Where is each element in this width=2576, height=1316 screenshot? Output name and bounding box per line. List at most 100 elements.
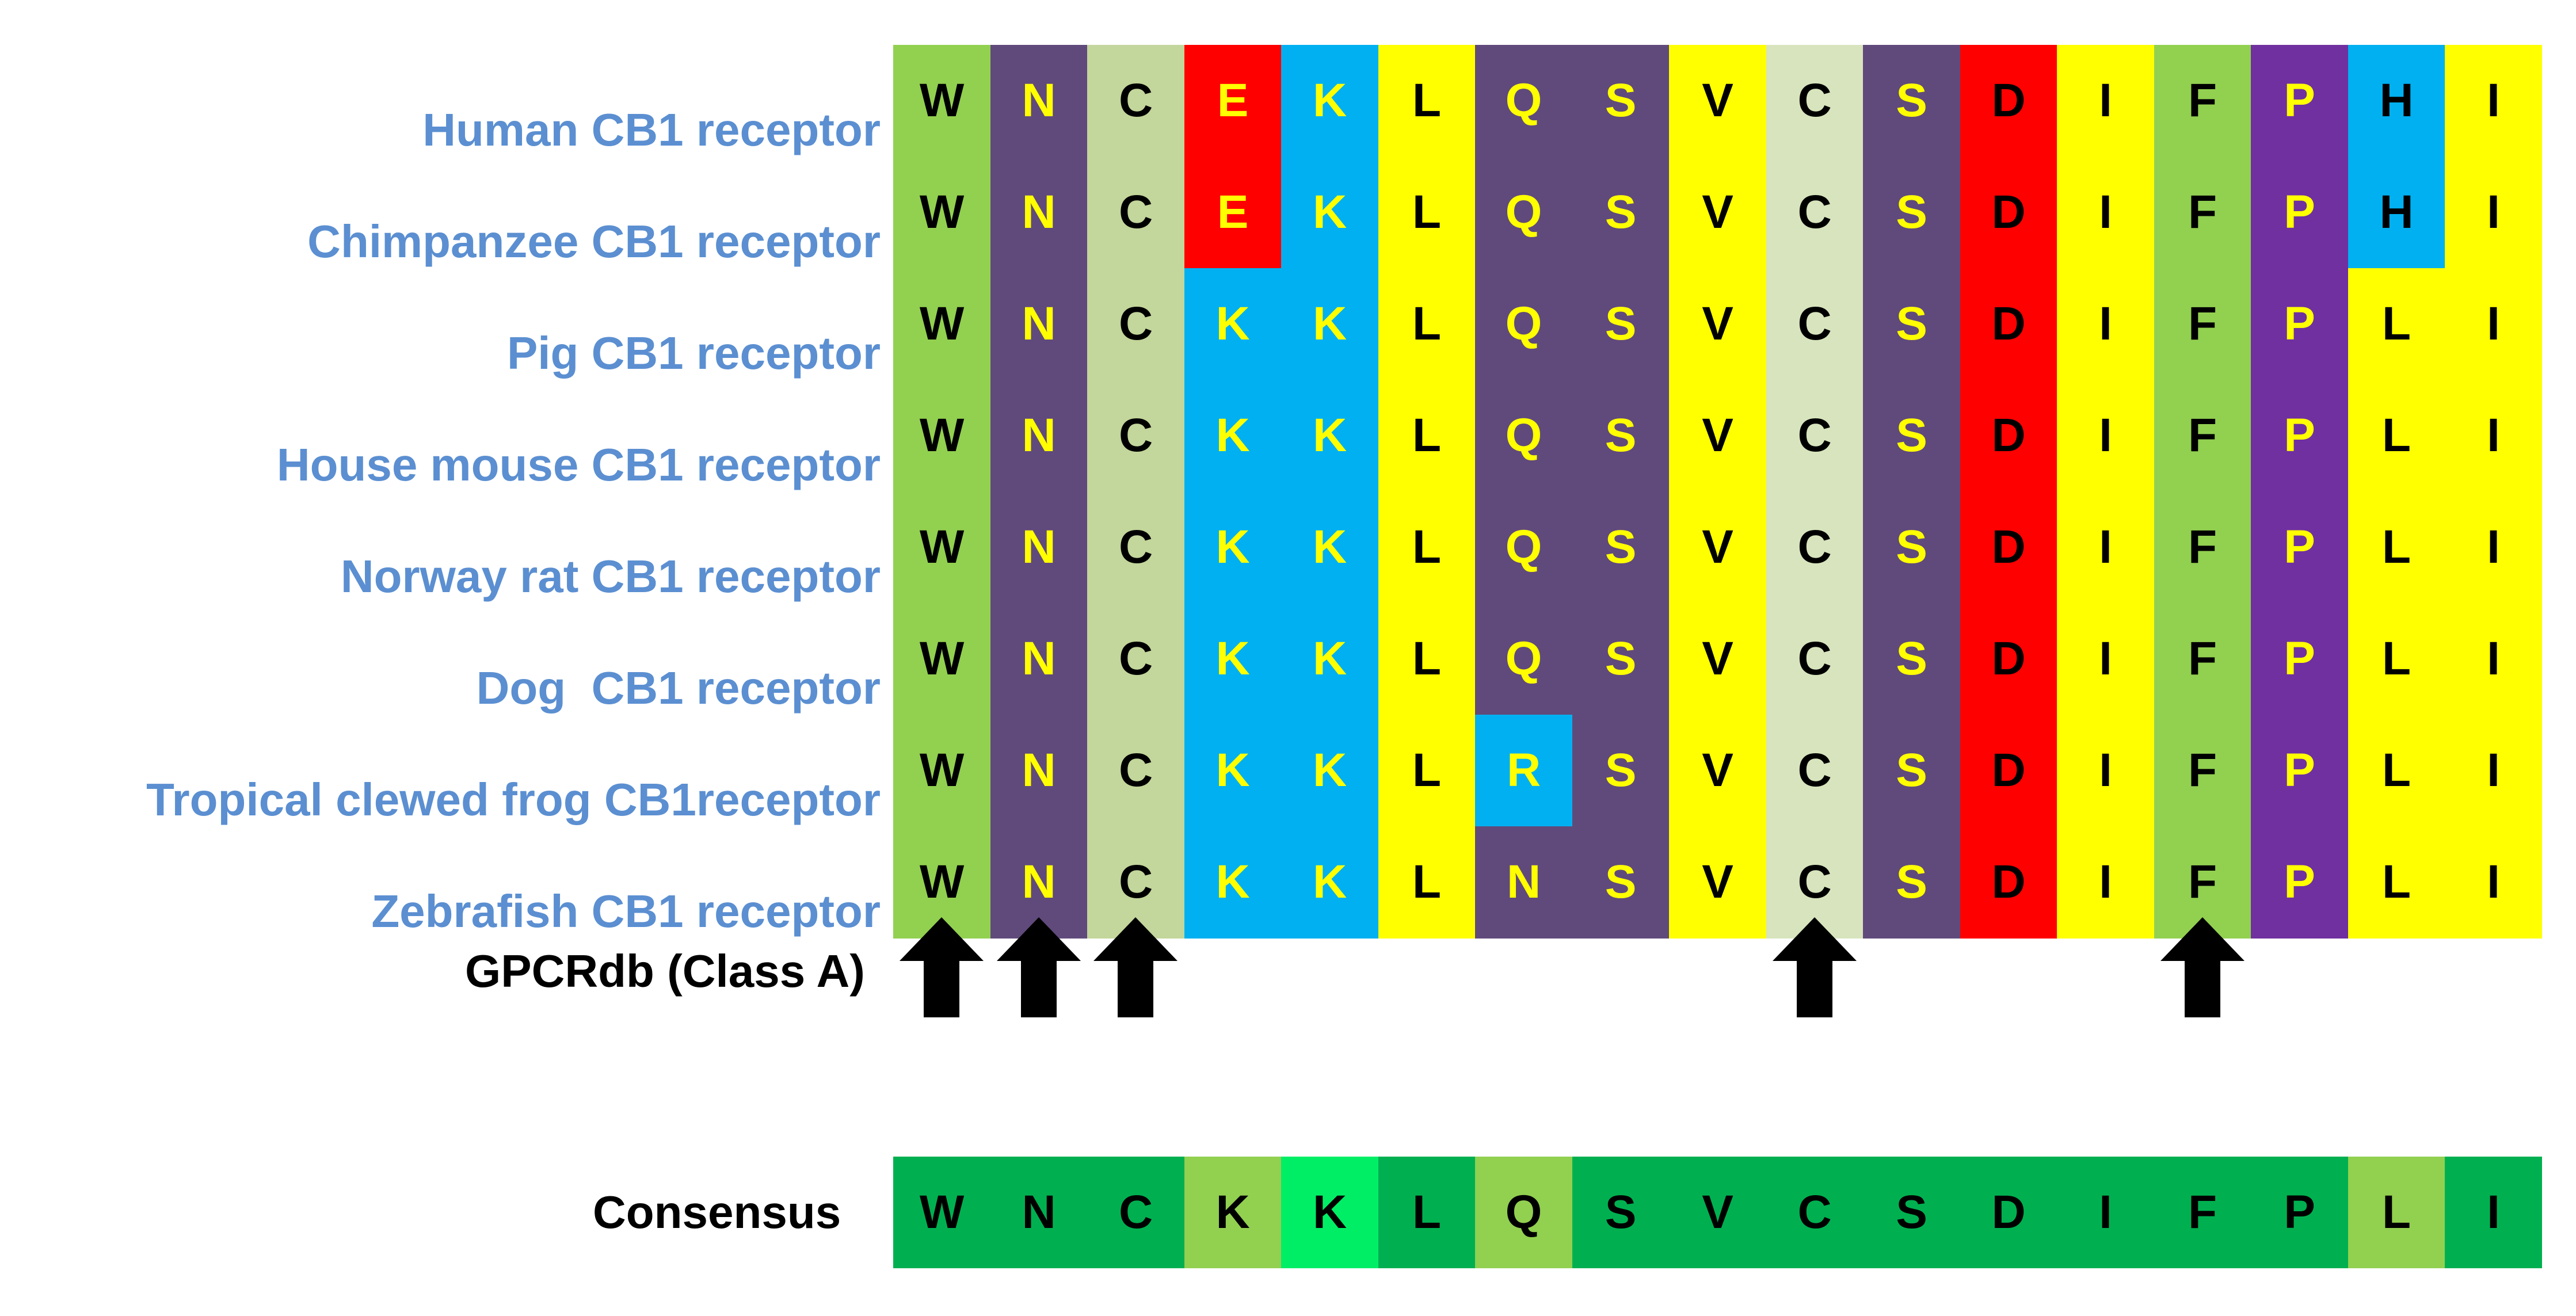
residue-cell: N — [990, 715, 1088, 827]
residue-cell: S — [1863, 715, 1961, 827]
residue-cell: L — [1378, 380, 1476, 492]
species-label: Human CB1 receptor — [422, 104, 881, 155]
consensus-cell: C — [1766, 1157, 1864, 1268]
residue-cell: W — [893, 826, 991, 939]
residue-cell: K — [1184, 380, 1282, 492]
residue-cell: F — [2154, 715, 2251, 827]
residue-cell: F — [2154, 603, 2251, 715]
residue-cell: D — [1960, 603, 2057, 715]
residue-cell: L — [1378, 268, 1476, 380]
residue-cell: N — [990, 157, 1088, 269]
residue-cell: L — [2348, 268, 2445, 380]
consensus-cell: N — [990, 1157, 1088, 1268]
residue-cell: W — [893, 491, 991, 604]
residue-cell: C — [1087, 157, 1185, 269]
residue-cell: D — [1960, 380, 2057, 492]
up-arrow-icon — [900, 917, 984, 1017]
residue-cell: D — [1960, 491, 2057, 604]
residue-cell: E — [1184, 45, 1282, 157]
residue-cell: I — [2057, 268, 2155, 380]
residue-cell: N — [1475, 826, 1573, 939]
consensus-cell: K — [1184, 1157, 1282, 1268]
residue-cell: I — [2445, 826, 2543, 939]
residue-cell: W — [893, 45, 991, 157]
residue-cell: C — [1087, 268, 1185, 380]
residue-cell: P — [2251, 268, 2349, 380]
residue-cell: Q — [1475, 45, 1573, 157]
residue-cell: F — [2154, 157, 2251, 269]
residue-cell: V — [1669, 603, 1767, 715]
residue-cell: I — [2445, 268, 2543, 380]
consensus-cell: Q — [1475, 1157, 1573, 1268]
residue-cell: V — [1669, 826, 1767, 939]
residue-cell: S — [1572, 491, 1670, 604]
residue-cell: K — [1184, 603, 1282, 715]
residue-cell: K — [1184, 715, 1282, 827]
residue-cell: I — [2445, 45, 2543, 157]
species-label: Norway rat CB1 receptor — [340, 551, 881, 602]
residue-cell: P — [2251, 491, 2349, 604]
species-label: Pig CB1 receptor — [506, 327, 881, 379]
residue-cell: K — [1281, 603, 1379, 715]
residue-cell: V — [1669, 45, 1767, 157]
residue-cell: H — [2348, 45, 2445, 157]
residue-cell: I — [2057, 826, 2155, 939]
residue-cell: I — [2057, 491, 2155, 604]
residue-cell: P — [2251, 157, 2349, 269]
residue-cell: F — [2154, 380, 2251, 492]
residue-cell: L — [2348, 380, 2445, 492]
residue-cell: K — [1184, 826, 1282, 939]
residue-cell: K — [1281, 268, 1379, 380]
species-label: Tropical clewed frog CB1receptor — [146, 774, 881, 825]
residue-cell: D — [1960, 157, 2057, 269]
consensus-cell: P — [2251, 1157, 2349, 1268]
residue-cell: L — [2348, 715, 2445, 827]
residue-cell: C — [1766, 603, 1864, 715]
residue-cell: K — [1281, 826, 1379, 939]
residue-cell: P — [2251, 715, 2349, 827]
residue-cell: P — [2251, 603, 2349, 715]
consensus-cell: K — [1281, 1157, 1379, 1268]
consensus-cell: S — [1572, 1157, 1670, 1268]
residue-cell: N — [990, 491, 1088, 604]
residue-cell: P — [2251, 826, 2349, 939]
residue-cell: I — [2445, 491, 2543, 604]
residue-cell: W — [893, 603, 991, 715]
residue-cell: S — [1863, 380, 1961, 492]
residue-cell: F — [2154, 268, 2251, 380]
residue-cell: N — [990, 603, 1088, 715]
residue-cell: C — [1766, 715, 1864, 827]
residue-cell: Q — [1475, 157, 1573, 269]
residue-cell: I — [2057, 45, 2155, 157]
consensus-cell: I — [2445, 1157, 2543, 1268]
residue-cell: P — [2251, 45, 2349, 157]
residue-cell: S — [1572, 157, 1670, 269]
residue-cell: S — [1572, 715, 1670, 827]
residue-cell: Q — [1475, 491, 1573, 604]
residue-cell: I — [2445, 715, 2543, 827]
up-arrow-icon — [996, 917, 1081, 1017]
residue-cell: L — [1378, 603, 1476, 715]
residue-cell: K — [1281, 491, 1379, 604]
residue-cell: S — [1863, 45, 1961, 157]
consensus-cell: V — [1669, 1157, 1767, 1268]
residue-cell: C — [1087, 45, 1185, 157]
residue-cell: S — [1572, 45, 1670, 157]
residue-cell: I — [2057, 715, 2155, 827]
residue-cell: W — [893, 715, 991, 827]
residue-cell: S — [1863, 826, 1961, 939]
consensus-cell: S — [1863, 1157, 1961, 1268]
consensus-cell: F — [2154, 1157, 2251, 1268]
residue-cell: I — [2057, 157, 2155, 269]
up-arrow-icon — [2160, 917, 2245, 1017]
consensus-cell: L — [1378, 1157, 1476, 1268]
residue-cell: P — [2251, 380, 2349, 492]
residue-cell: S — [1572, 380, 1670, 492]
species-label: Chimpanzee CB1 receptor — [307, 216, 881, 267]
residue-cell: C — [1766, 157, 1864, 269]
consensus-cell: L — [2348, 1157, 2445, 1268]
residue-cell: N — [990, 268, 1088, 380]
residue-cell: W — [893, 268, 991, 380]
residue-cell: W — [893, 157, 991, 269]
